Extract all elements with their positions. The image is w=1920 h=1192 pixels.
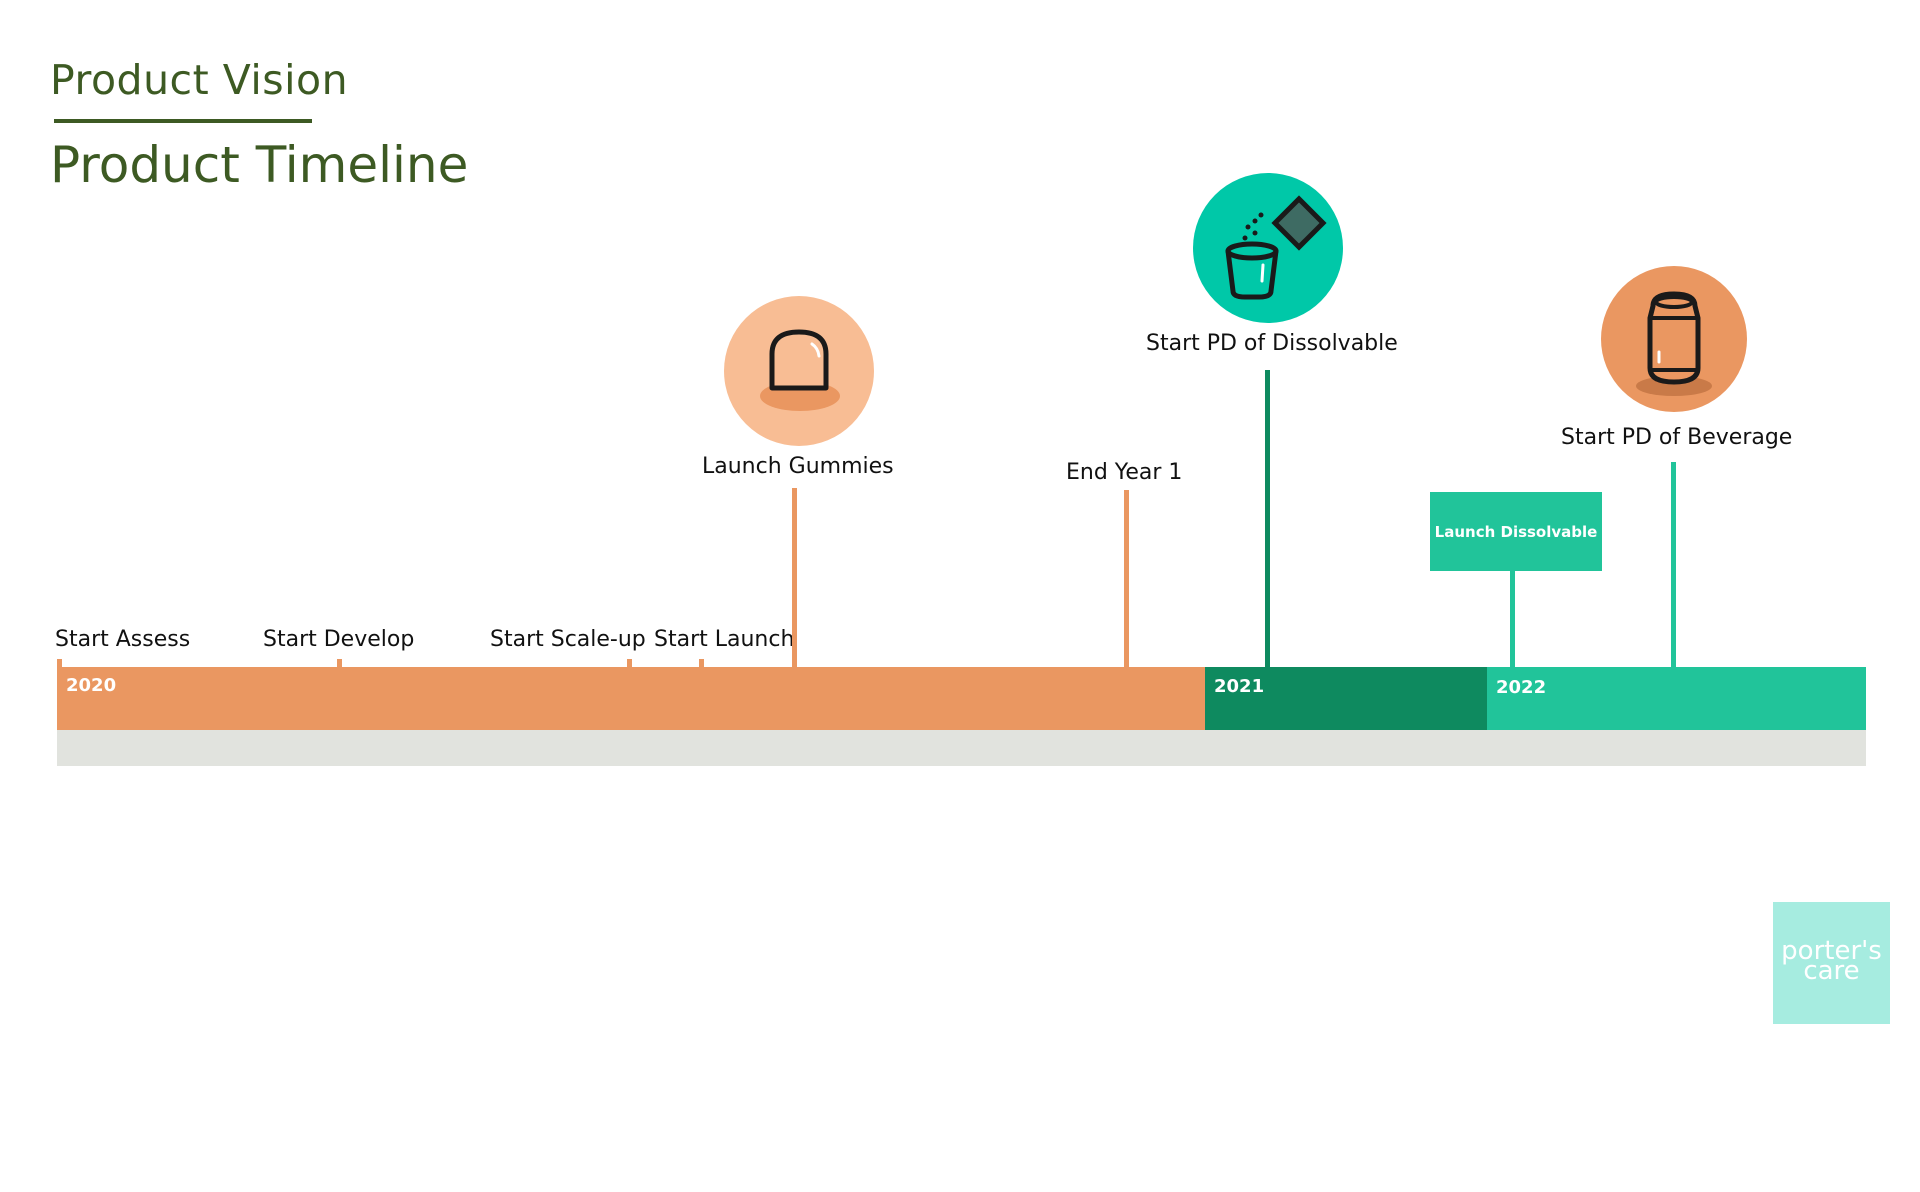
tick-start-launch [699,659,704,667]
dissolvable-cup-icon [1193,173,1343,323]
stem-launch-gummies [792,488,797,667]
tick-start-develop [337,659,342,667]
tick-start-scaleup [627,659,632,667]
milestone-start-pd-beverage: Start PD of Beverage [1561,425,1793,450]
year-label-2021: 2021 [1214,676,1265,697]
milestone-start-pd-dissolvable: Start PD of Dissolvable [1146,331,1398,356]
year-band-2022: 2022 [1487,667,1866,730]
gummy-icon [724,296,874,446]
year-label-2022: 2022 [1496,677,1547,698]
milestone-launch-gummies: Launch Gummies [702,454,894,479]
milestone-launch-dissolvable: Launch Dissolvable [1430,492,1602,571]
milestone-start-develop: Start Develop [263,627,415,652]
milestone-start-assess: Start Assess [55,627,191,652]
milestone-end-year-1: End Year 1 [1066,460,1183,485]
year-band-2021: 2021 [1205,667,1487,730]
porters-care-logo: porter's care [1773,902,1890,1024]
milestone-start-scaleup: Start Scale-up [490,627,646,652]
page-title: Product Timeline [50,136,469,194]
tick-start-assess [57,659,62,667]
title-divider [54,119,312,123]
logo-line-2: care [1803,956,1860,986]
logo-line-1: porter's [1781,936,1882,966]
stem-end-year-1 [1124,490,1129,667]
year-band-2020: 2020 [57,667,1205,730]
milestone-start-launch: Start Launch [654,627,795,652]
year-label-2020: 2020 [66,675,117,696]
stem-start-pd-dissolvable [1265,370,1270,667]
beverage-can-icon [1601,266,1747,412]
stem-launch-dissolvable [1510,571,1515,667]
timeline-track [57,730,1866,766]
stem-start-pd-beverage [1671,462,1676,667]
page-subtitle: Product Vision [50,56,349,104]
